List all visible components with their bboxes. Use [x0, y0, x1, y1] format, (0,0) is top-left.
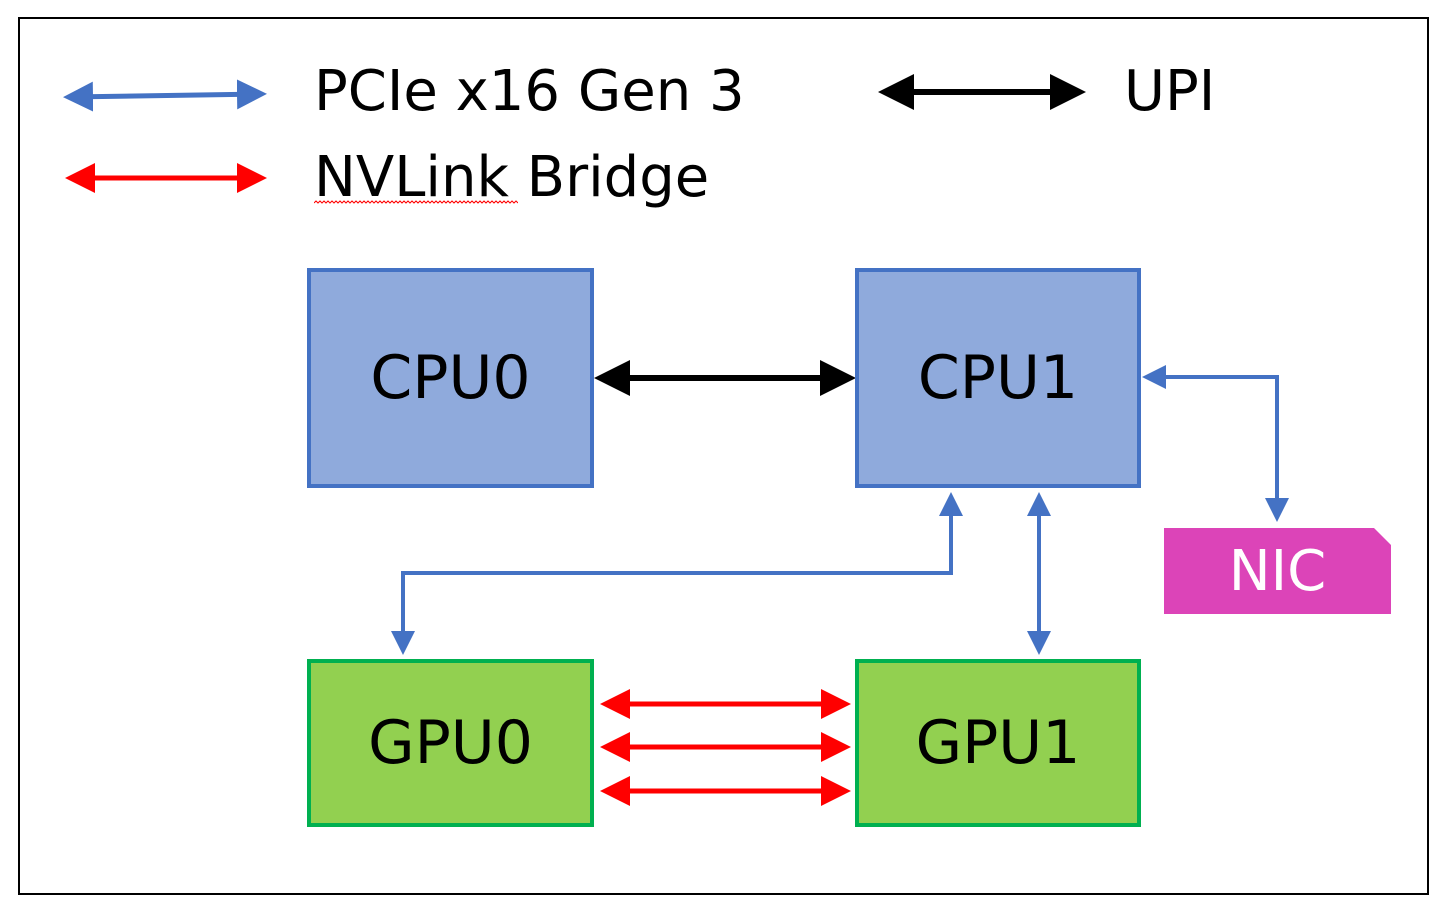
- legend-pcie-arrow: [63, 79, 267, 112]
- legend-pcie-label: PCIe x16 Gen 3: [314, 59, 745, 124]
- pcie-link-cpu1-gpu0: [391, 492, 963, 655]
- cpu0-node: CPU0: [307, 268, 594, 488]
- nic-node: NIC: [1164, 528, 1391, 614]
- legend-upi-label: UPI: [1124, 59, 1216, 124]
- gpu0-node: GPU0: [307, 659, 594, 827]
- spellcheck-underline: [314, 200, 518, 204]
- gpu1-node: GPU1: [855, 659, 1141, 827]
- legend-nvlink-label: NVLink Bridge: [314, 145, 710, 210]
- cpu1-node: CPU1: [855, 268, 1141, 488]
- pcie-link-cpu1-nic: [1142, 365, 1289, 522]
- diagram-frame: [18, 17, 1429, 895]
